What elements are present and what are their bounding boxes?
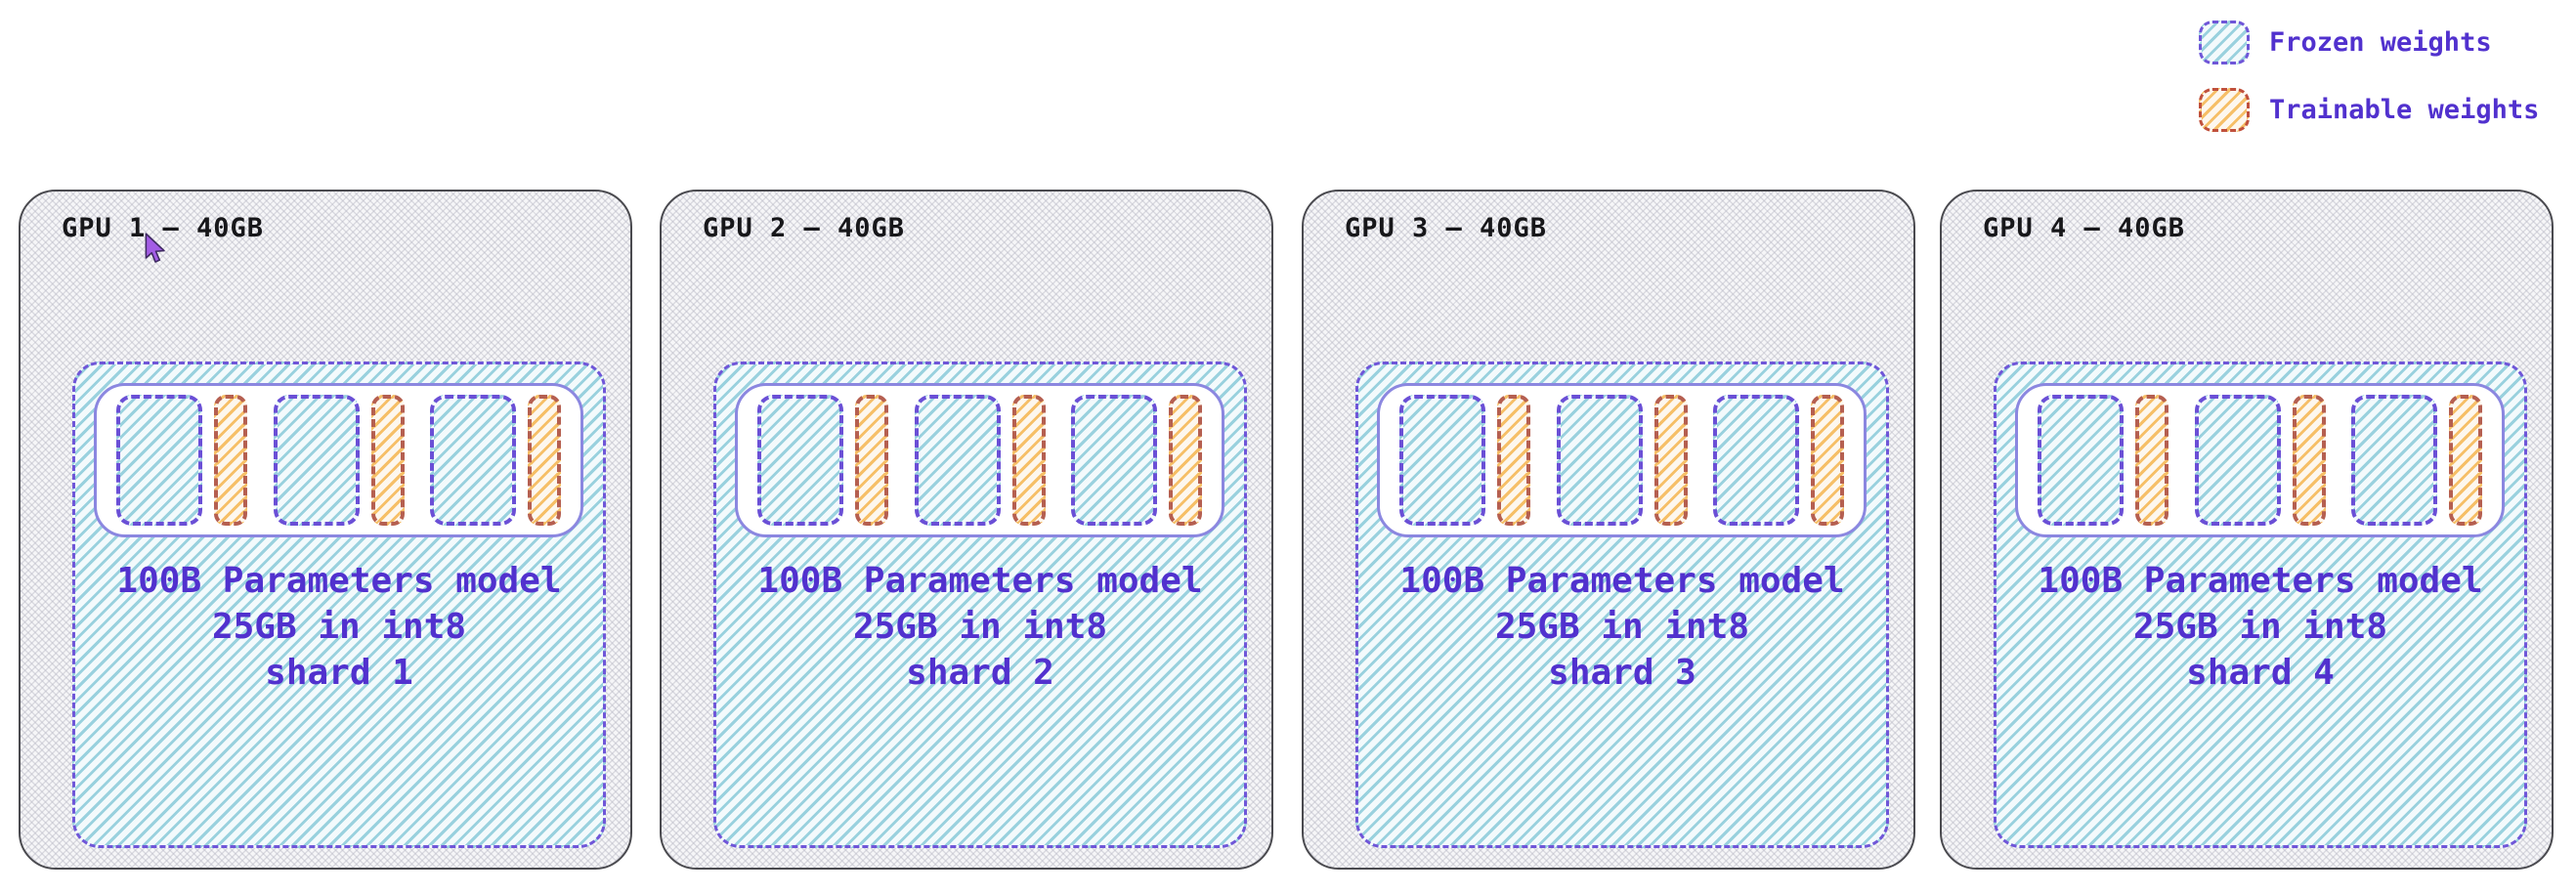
- weights-row-2: [735, 383, 1224, 537]
- frozen-weights-swatch-icon: [2199, 20, 2250, 64]
- model-shard-box-2: 100B Parameters model 25GB in int8 shard…: [713, 362, 1247, 848]
- trainable-weight-block: [370, 395, 405, 526]
- weights-row-1: [94, 383, 583, 537]
- gpu-card-2: GPU 2 – 40GB 100B Parameters model 25G: [660, 190, 1273, 870]
- model-shard-caption-3: 100B Parameters model 25GB in int8 shard…: [1358, 558, 1886, 696]
- weight-pair: [1713, 395, 1844, 526]
- trainable-weight-block: [1011, 395, 1046, 526]
- caption-line-size: 25GB in int8: [211, 607, 467, 647]
- frozen-weight-block: [2194, 395, 2281, 526]
- trainable-weight-block: [528, 395, 561, 526]
- caption-line-model: 100B Parameters model: [2038, 561, 2483, 601]
- weight-pair: [1071, 395, 1202, 526]
- gpu-3-label: GPU 3 – 40GB: [1345, 213, 1548, 243]
- caption-line-shard: shard 1: [265, 653, 413, 693]
- gpu-4-label: GPU 4 – 40GB: [1983, 213, 2186, 243]
- gpu-2-label: GPU 2 – 40GB: [703, 213, 906, 243]
- model-shard-caption-4: 100B Parameters model 25GB in int8 shard…: [1996, 558, 2524, 696]
- caption-line-model: 100B Parameters model: [116, 561, 562, 601]
- caption-line-model: 100B Parameters model: [757, 561, 1203, 601]
- frozen-weight-block: [116, 395, 202, 526]
- weight-pair: [116, 395, 247, 526]
- gpu-card-4: GPU 4 – 40GB 100B Parameters model 25G: [1940, 190, 2554, 870]
- caption-line-shard: shard 2: [906, 653, 1054, 693]
- frozen-weight-block: [1071, 395, 1157, 526]
- gpu-1-label: GPU 1 – 40GB: [62, 213, 265, 243]
- frozen-weight-block: [1713, 395, 1799, 526]
- gpu-card-3: GPU 3 – 40GB 100B Parameters model 25G: [1302, 190, 1915, 870]
- trainable-weight-block: [1811, 395, 1844, 526]
- frozen-weight-block: [914, 395, 1001, 526]
- frozen-weight-block: [1556, 395, 1643, 526]
- weight-pair: [2194, 395, 2326, 526]
- legend-label-frozen: Frozen weights: [2269, 26, 2492, 58]
- weights-row-4: [2015, 383, 2505, 537]
- weight-pair: [2038, 395, 2168, 526]
- trainable-weight-block: [2135, 395, 2168, 526]
- model-shard-caption-1: 100B Parameters model 25GB in int8 shard…: [75, 558, 603, 696]
- trainable-weight-block: [1653, 395, 1688, 526]
- trainable-weight-block: [214, 395, 247, 526]
- trainable-weight-block: [855, 395, 888, 526]
- weight-pair: [1556, 395, 1688, 526]
- frozen-weight-block: [2351, 395, 2437, 526]
- weights-row-3: [1377, 383, 1867, 537]
- caption-line-shard: shard 3: [1548, 653, 1696, 693]
- trainable-weight-block: [1497, 395, 1530, 526]
- weight-pair: [430, 395, 561, 526]
- model-shard-caption-2: 100B Parameters model 25GB in int8 shard…: [716, 558, 1244, 696]
- trainable-weight-block: [1169, 395, 1202, 526]
- caption-line-shard: shard 4: [2186, 653, 2335, 693]
- cursor-icon: [145, 233, 165, 263]
- frozen-weight-block: [1399, 395, 1485, 526]
- weight-pair: [757, 395, 888, 526]
- legend-item-trainable: Trainable weights: [2199, 87, 2539, 132]
- frozen-weight-block: [2038, 395, 2124, 526]
- trainable-weight-block: [2449, 395, 2482, 526]
- weight-pair: [273, 395, 405, 526]
- legend-label-trainable: Trainable weights: [2269, 94, 2540, 125]
- legend-item-frozen: Frozen weights: [2199, 20, 2539, 64]
- caption-line-size: 25GB in int8: [2132, 607, 2388, 647]
- weight-pair: [2351, 395, 2482, 526]
- legend: Frozen weights Trainable weights: [2199, 20, 2539, 132]
- frozen-weight-block: [757, 395, 843, 526]
- weight-pair: [1399, 395, 1530, 526]
- model-shard-box-4: 100B Parameters model 25GB in int8 shard…: [1994, 362, 2527, 848]
- trainable-weight-block: [2292, 395, 2326, 526]
- frozen-weight-block: [430, 395, 516, 526]
- weight-pair: [914, 395, 1046, 526]
- model-shard-box-1: 100B Parameters model 25GB in int8 shard…: [72, 362, 606, 848]
- trainable-weights-swatch-icon: [2199, 87, 2250, 132]
- model-shard-box-3: 100B Parameters model 25GB in int8 shard…: [1355, 362, 1889, 848]
- caption-line-size: 25GB in int8: [852, 607, 1108, 647]
- caption-line-size: 25GB in int8: [1494, 607, 1750, 647]
- caption-line-model: 100B Parameters model: [1399, 561, 1845, 601]
- gpu-card-1: GPU 1 – 40GB 100B Parameters model 25G: [19, 190, 632, 870]
- frozen-weight-block: [273, 395, 360, 526]
